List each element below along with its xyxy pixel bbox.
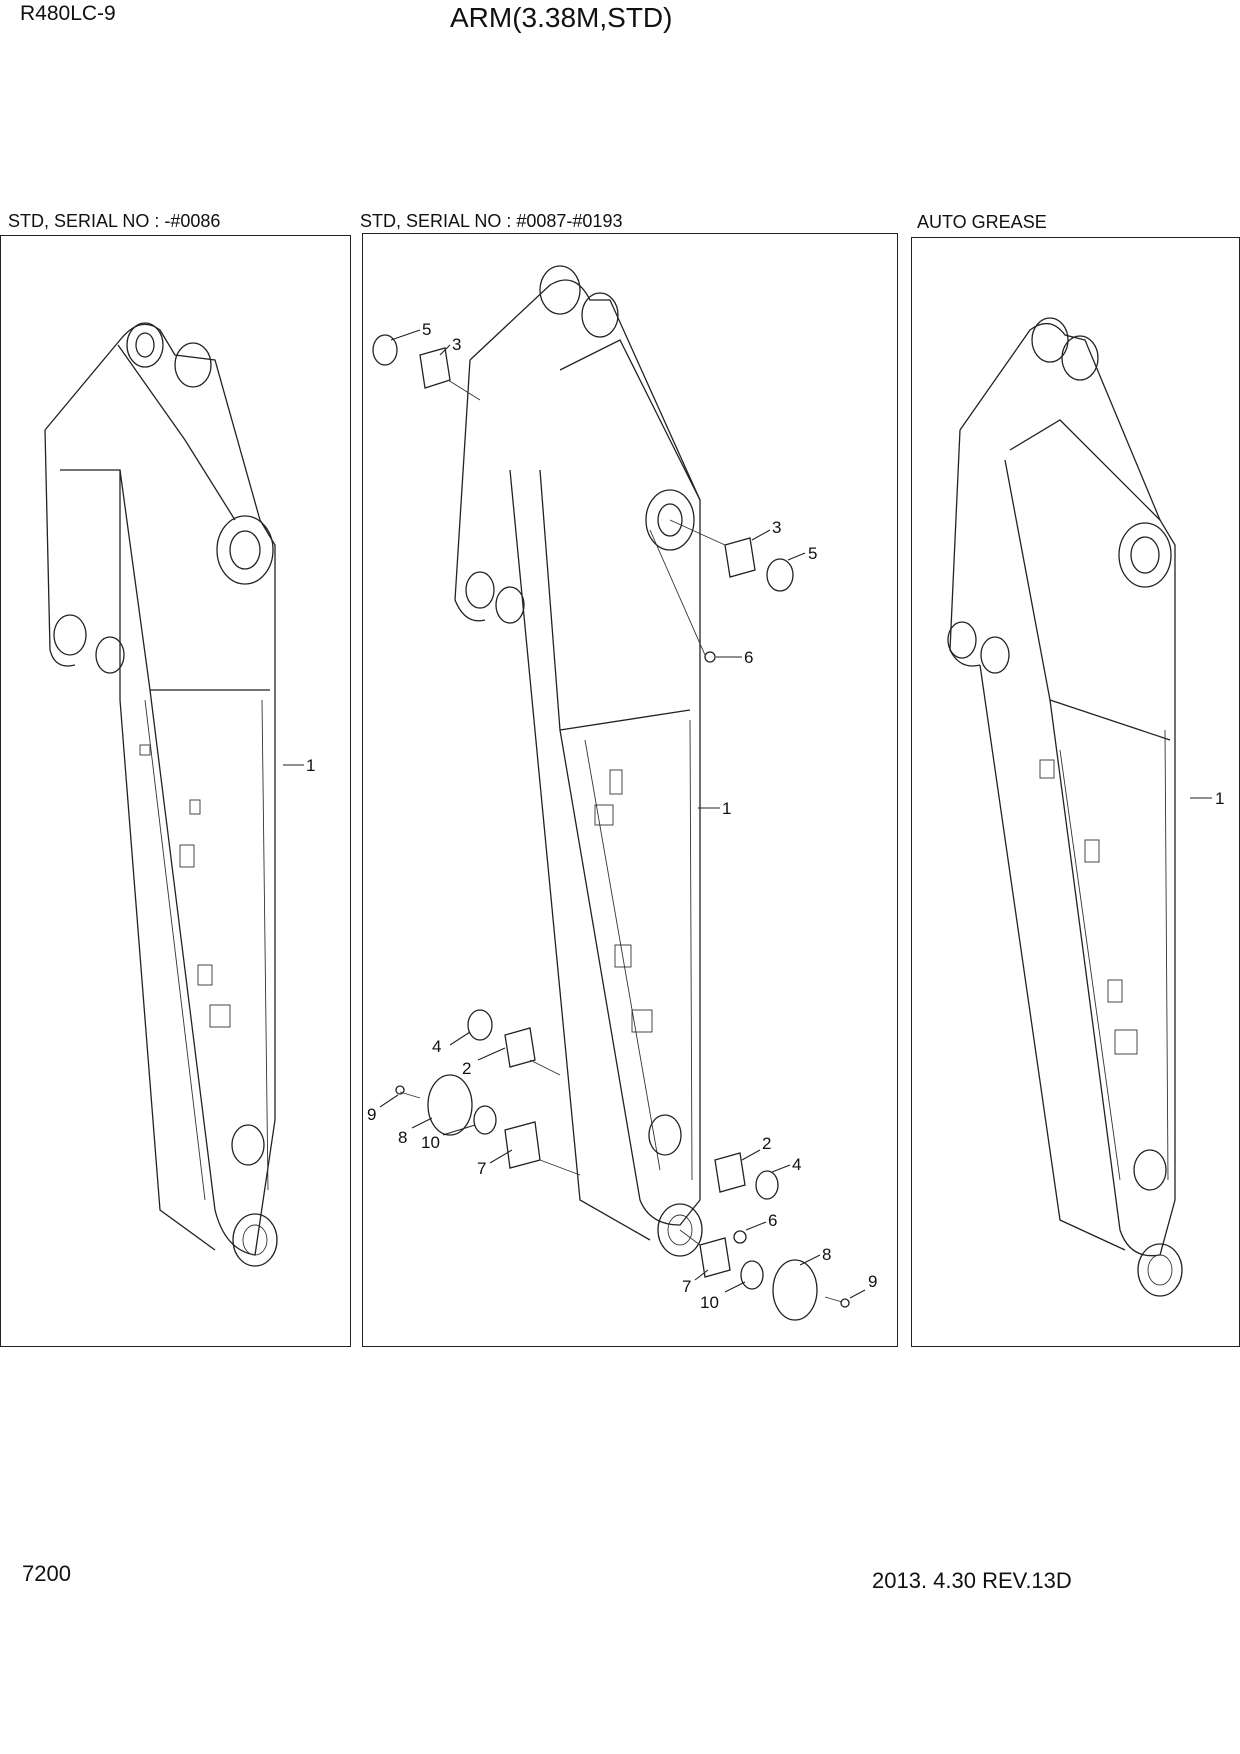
svg-text:8: 8 [398,1128,407,1147]
callout-p3-1: 1 [1190,789,1224,808]
svg-text:5: 5 [808,544,817,563]
date-revision: 2013. 4.30 REV.13D [872,1568,1072,1593]
panel-label-auto-grease: AUTO GREASE [917,212,1047,232]
page-title: ARM(3.38M,STD) [450,2,673,33]
arm-drawing-std-early [44,322,278,1267]
svg-text:1: 1 [306,756,315,775]
panel-label-std-early: STD, SERIAL NO : -#0086 [8,211,221,231]
callout-p1-1: 1 [283,756,315,775]
svg-text:9: 9 [367,1105,376,1124]
svg-text:2: 2 [462,1059,471,1078]
svg-text:5: 5 [422,320,431,339]
svg-text:9: 9 [868,1272,877,1291]
panel-std-early [0,235,351,1347]
svg-text:4: 4 [792,1155,801,1174]
arm-drawing-auto-grease [947,317,1183,1297]
svg-text:6: 6 [744,648,753,667]
arm-drawing-std-late [454,265,703,1257]
svg-text:7: 7 [682,1277,691,1296]
svg-text:6: 6 [768,1211,777,1230]
svg-text:1: 1 [722,799,731,818]
svg-text:10: 10 [421,1133,440,1152]
svg-text:2: 2 [762,1134,771,1153]
panel-std-late [362,233,898,1347]
svg-text:3: 3 [772,518,781,537]
callouts-p2: 5 3 3 5 6 1 4 2 9 8 10 7 2 4 6 8 7 10 9 [367,320,877,1312]
svg-text:4: 4 [432,1037,441,1056]
panel-label-std-late: STD, SERIAL NO : #0087-#0193 [360,211,623,231]
page-number: 7200 [22,1561,71,1586]
svg-text:3: 3 [452,335,461,354]
svg-text:8: 8 [822,1245,831,1264]
svg-text:7: 7 [477,1159,486,1178]
pin-parts-std-late [372,334,850,1321]
svg-text:1: 1 [1215,789,1224,808]
svg-text:10: 10 [700,1293,719,1312]
model-name: R480LC-9 [20,2,116,25]
